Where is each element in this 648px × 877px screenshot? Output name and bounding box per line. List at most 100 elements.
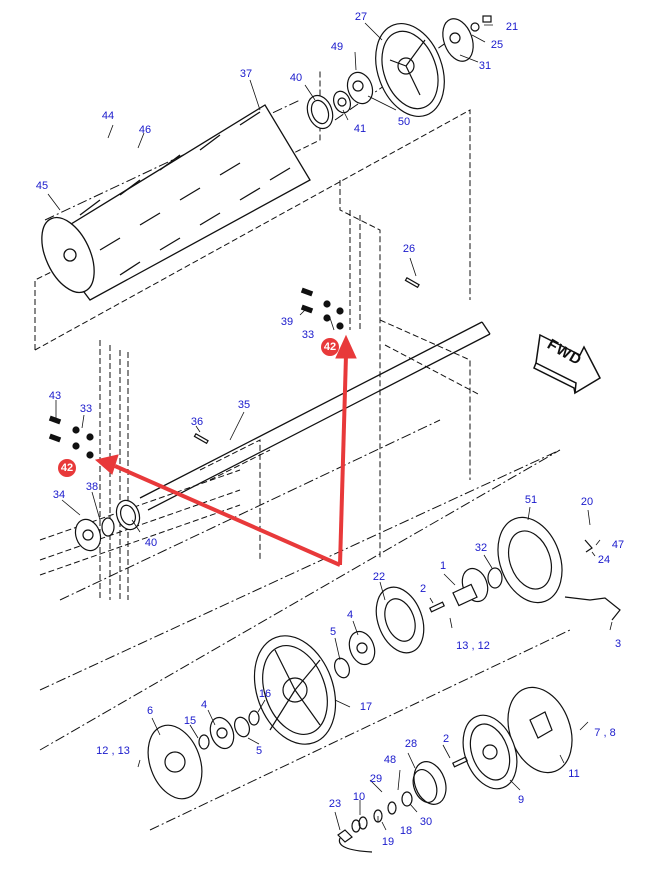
part-label-48[interactable]: 48 bbox=[383, 754, 397, 766]
part-label-27[interactable]: 27 bbox=[354, 11, 368, 23]
bushing-38 bbox=[101, 517, 115, 537]
part-label-25[interactable]: 25 bbox=[490, 39, 504, 51]
washer-18 bbox=[387, 801, 397, 815]
part-label-43[interactable]: 43 bbox=[48, 390, 62, 402]
part-label-13-12[interactable]: 13 , 12 bbox=[456, 640, 490, 652]
bolt-21 bbox=[482, 15, 492, 23]
bolts-43 bbox=[48, 415, 62, 443]
seal-40-lower bbox=[115, 499, 141, 531]
nuts-left bbox=[72, 426, 94, 459]
part-label-50[interactable]: 50 bbox=[397, 116, 411, 128]
fwd-arrow-icon bbox=[533, 333, 601, 395]
seal-40-upper bbox=[306, 94, 334, 130]
nuts-right bbox=[323, 300, 344, 330]
part-label-34[interactable]: 34 bbox=[52, 489, 66, 501]
plate-6 bbox=[147, 724, 203, 800]
part-label-39[interactable]: 39 bbox=[280, 316, 294, 328]
arrow-head-up bbox=[335, 334, 357, 359]
ring-15 bbox=[198, 734, 210, 750]
flange-4-upper bbox=[348, 630, 376, 666]
part-label-2-lower[interactable]: 2 bbox=[442, 733, 450, 745]
part-label-7-8[interactable]: 7 , 8 bbox=[594, 727, 616, 739]
part-label-1[interactable]: 1 bbox=[439, 560, 447, 572]
part-label-22[interactable]: 22 bbox=[372, 571, 386, 583]
part-label-49[interactable]: 49 bbox=[330, 41, 344, 53]
drive-shaft bbox=[139, 321, 491, 511]
part-label-35[interactable]: 35 bbox=[237, 399, 251, 411]
rings-10 bbox=[351, 816, 368, 833]
bearing-flange-34 bbox=[74, 518, 102, 552]
arrow-line-up bbox=[338, 354, 348, 566]
pin-2-upper bbox=[429, 601, 445, 613]
ring-16 bbox=[248, 710, 260, 726]
part-label-33-lower[interactable]: 33 bbox=[79, 403, 93, 415]
upper-pulley bbox=[375, 22, 445, 118]
part-label-47[interactable]: 47 bbox=[611, 539, 625, 551]
part-label-40-lower[interactable]: 40 bbox=[144, 537, 158, 549]
washer-25 bbox=[470, 22, 480, 32]
bearing-41 bbox=[332, 90, 352, 114]
plate-22 bbox=[375, 586, 425, 654]
part-label-41[interactable]: 41 bbox=[353, 123, 367, 135]
part-label-11[interactable]: 11 bbox=[568, 768, 580, 780]
seal-32 bbox=[487, 567, 503, 589]
key-26 bbox=[404, 276, 420, 289]
part-label-9[interactable]: 9 bbox=[517, 794, 525, 806]
part-label-19[interactable]: 19 bbox=[381, 836, 395, 848]
bearing-housing-50 bbox=[346, 71, 374, 105]
callout-42-upper[interactable]: 42 bbox=[321, 338, 339, 356]
part-label-10[interactable]: 10 bbox=[352, 791, 366, 803]
part-label-28[interactable]: 28 bbox=[404, 738, 418, 750]
part-label-23[interactable]: 23 bbox=[328, 798, 342, 810]
pulley-17 bbox=[253, 635, 337, 745]
part-label-51[interactable]: 51 bbox=[524, 494, 538, 506]
hub-1 bbox=[452, 567, 489, 607]
part-label-38[interactable]: 38 bbox=[85, 481, 99, 493]
feeder-drum bbox=[41, 104, 311, 301]
callout-42-lower[interactable]: 42 bbox=[58, 459, 76, 477]
brake-disc-51 bbox=[497, 516, 563, 604]
part-label-5-lower[interactable]: 5 bbox=[255, 745, 263, 757]
wire-harness-3 bbox=[564, 596, 621, 621]
part-label-20[interactable]: 20 bbox=[580, 496, 594, 508]
arrow-head-left bbox=[94, 454, 119, 475]
flange-4-lower bbox=[209, 716, 235, 750]
hub-28 bbox=[412, 761, 447, 805]
part-label-24[interactable]: 24 bbox=[597, 554, 611, 566]
sensor-bracket-24 bbox=[584, 539, 593, 553]
part-label-36[interactable]: 36 bbox=[190, 416, 204, 428]
part-label-15[interactable]: 15 bbox=[183, 715, 197, 727]
part-label-29[interactable]: 29 bbox=[369, 773, 383, 785]
part-label-30[interactable]: 30 bbox=[419, 816, 433, 828]
part-label-31[interactable]: 31 bbox=[478, 60, 492, 72]
part-label-16[interactable]: 16 bbox=[258, 688, 272, 700]
bearing-5-upper bbox=[333, 657, 351, 679]
bearing-5-lower bbox=[233, 716, 251, 738]
part-label-45[interactable]: 45 bbox=[35, 180, 49, 192]
leader-lines bbox=[47, 22, 613, 831]
part-label-26[interactable]: 26 bbox=[402, 243, 416, 255]
part-label-33-upper[interactable]: 33 bbox=[301, 329, 315, 341]
part-label-3[interactable]: 3 bbox=[614, 638, 622, 650]
key-36 bbox=[193, 432, 209, 445]
part-label-32[interactable]: 32 bbox=[474, 542, 488, 554]
part-label-37[interactable]: 37 bbox=[239, 68, 253, 80]
part-label-21[interactable]: 21 bbox=[505, 21, 519, 33]
arrow-line-left bbox=[114, 464, 341, 567]
part-label-12-13[interactable]: 12 , 13 bbox=[96, 745, 130, 757]
part-label-40-upper[interactable]: 40 bbox=[289, 72, 303, 84]
ring-30 bbox=[401, 791, 413, 807]
part-label-2-upper[interactable]: 2 bbox=[419, 583, 427, 595]
part-label-5-upper[interactable]: 5 bbox=[329, 626, 337, 638]
pulley-9 bbox=[462, 714, 518, 790]
sensor-23 bbox=[337, 829, 373, 853]
part-label-4-upper[interactable]: 4 bbox=[346, 609, 354, 621]
part-label-44[interactable]: 44 bbox=[101, 110, 115, 122]
part-label-6[interactable]: 6 bbox=[146, 705, 154, 717]
part-label-4-lower[interactable]: 4 bbox=[200, 699, 208, 711]
part-label-18[interactable]: 18 bbox=[399, 825, 413, 837]
part-label-46[interactable]: 46 bbox=[138, 124, 152, 136]
bolts-39 bbox=[300, 287, 314, 314]
part-label-17[interactable]: 17 bbox=[359, 701, 373, 713]
